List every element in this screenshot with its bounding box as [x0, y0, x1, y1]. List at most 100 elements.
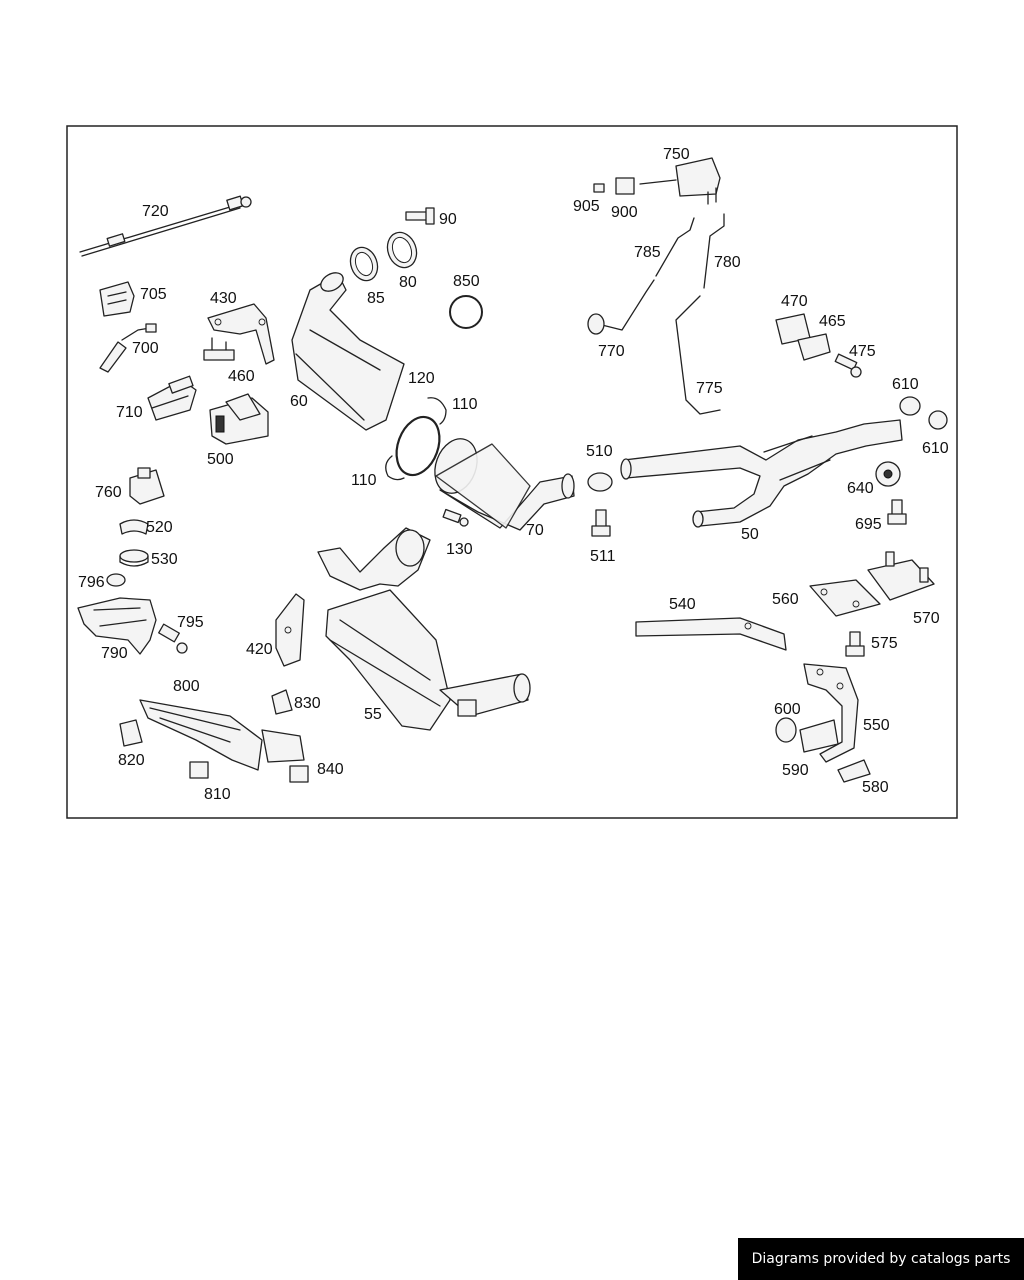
part-430-bracket[interactable]: [207, 303, 275, 365]
part-830-clip[interactable]: [271, 689, 293, 715]
part-number-labels: 720 705 700 430 460 710 500 60 85 80 90 …: [78, 146, 949, 803]
label-795: 795: [177, 614, 204, 631]
part-570-bracket[interactable]: [867, 551, 935, 601]
label-840: 840: [317, 761, 344, 778]
label-710: 710: [116, 404, 143, 421]
part-110-clip-upper[interactable]: [427, 397, 447, 425]
label-85: 85: [367, 290, 385, 307]
label-775: 775: [696, 380, 723, 397]
label-695: 695: [855, 516, 882, 533]
part-110-clip-lower[interactable]: [385, 455, 405, 481]
part-785-pipe[interactable]: [655, 217, 695, 277]
label-610-lower: 610: [922, 440, 949, 457]
part-80-clamp[interactable]: [383, 228, 422, 271]
part-540-strap[interactable]: [635, 617, 787, 651]
label-850: 850: [453, 273, 480, 290]
part-500-mount[interactable]: [209, 393, 269, 445]
label-520: 520: [146, 519, 173, 536]
part-420-bracket[interactable]: [275, 593, 305, 667]
label-600: 600: [774, 701, 801, 718]
part-905-pin[interactable]: [593, 183, 605, 193]
label-511: 511: [590, 548, 616, 565]
label-465: 465: [819, 313, 846, 330]
part-130-bolt[interactable]: [442, 508, 469, 527]
label-770: 770: [598, 343, 625, 360]
label-60: 60: [290, 393, 308, 410]
part-840-clip[interactable]: [289, 765, 309, 783]
part-90-bolt[interactable]: [405, 207, 435, 225]
part-750-pressure-sensor[interactable]: [639, 157, 721, 205]
part-550-bracket[interactable]: [803, 663, 859, 763]
label-55: 55: [364, 706, 382, 723]
label-575: 575: [871, 635, 898, 652]
part-560-bracket[interactable]: [809, 579, 881, 617]
label-800: 800: [173, 678, 200, 695]
label-550: 550: [863, 717, 890, 734]
label-130: 130: [446, 541, 473, 558]
part-580-clip[interactable]: [837, 759, 871, 783]
part-60-catalytic-converter[interactable]: [291, 269, 405, 431]
label-750: 750: [663, 146, 690, 163]
label-760: 760: [95, 484, 122, 501]
part-575-bolt[interactable]: [845, 631, 865, 657]
label-90: 90: [439, 211, 457, 228]
part-700-sensor[interactable]: [99, 323, 157, 373]
part-780-pipe[interactable]: [703, 213, 725, 289]
part-530-clamp[interactable]: [119, 549, 149, 567]
part-610-clamp-lower[interactable]: [928, 410, 948, 430]
label-510: 510: [586, 443, 613, 460]
label-905: 905: [573, 198, 600, 215]
part-460-studs[interactable]: [203, 337, 235, 361]
part-796-clip[interactable]: [106, 573, 126, 587]
part-610-clamp-upper[interactable]: [899, 396, 921, 416]
part-50-exhaust-pipe[interactable]: [620, 419, 903, 528]
label-900: 900: [611, 204, 638, 221]
label-785: 785: [634, 244, 661, 261]
part-820-clip[interactable]: [119, 719, 143, 747]
part-850-gasket-ring[interactable]: [449, 295, 483, 329]
part-810-clip[interactable]: [189, 761, 209, 779]
part-695-bolt[interactable]: [887, 499, 907, 525]
part-760-clip[interactable]: [129, 467, 165, 505]
part-790-bracket[interactable]: [77, 597, 157, 655]
label-705: 705: [140, 286, 167, 303]
part-590-plate[interactable]: [799, 719, 839, 753]
part-770-pipe[interactable]: [587, 279, 655, 335]
part-85-gasket[interactable]: [346, 244, 382, 285]
part-70-particulate-filter[interactable]: [428, 433, 575, 531]
part-900-connector[interactable]: [615, 177, 635, 195]
label-500: 500: [207, 451, 234, 468]
label-430: 430: [210, 290, 237, 307]
part-640-rubber-hanger[interactable]: [875, 461, 901, 487]
part-465-bracket[interactable]: [797, 333, 831, 361]
diagram-frame: [66, 125, 958, 819]
label-420: 420: [246, 641, 273, 658]
part-795-bolt[interactable]: [158, 623, 188, 654]
part-710-bracket[interactable]: [147, 375, 197, 421]
label-570: 570: [913, 610, 940, 627]
label-720: 720: [142, 203, 169, 220]
part-55-filter-assembly[interactable]: [317, 527, 531, 731]
part-600-nut[interactable]: [775, 717, 797, 743]
part-510-clamp[interactable]: [587, 472, 613, 492]
label-560: 560: [772, 591, 799, 608]
label-110-lower: 110: [351, 472, 377, 489]
label-820: 820: [118, 752, 145, 769]
label-590: 590: [782, 762, 809, 779]
part-775-pipe[interactable]: [675, 295, 721, 415]
part-800-bracket[interactable]: [139, 699, 305, 771]
part-705-bracket[interactable]: [99, 281, 135, 317]
label-700: 700: [132, 340, 159, 357]
label-50: 50: [741, 526, 759, 543]
label-80: 80: [399, 274, 417, 291]
part-511-bolt[interactable]: [591, 509, 611, 537]
part-720-temperature-sensor[interactable]: [79, 195, 252, 257]
part-520-clamp[interactable]: [119, 519, 149, 535]
label-110-upper: 110: [452, 396, 478, 413]
label-530: 530: [151, 551, 178, 568]
label-540: 540: [669, 596, 696, 613]
label-810: 810: [204, 786, 231, 803]
part-475-bolt[interactable]: [834, 353, 862, 378]
part-120-seal-ring[interactable]: [389, 411, 447, 481]
